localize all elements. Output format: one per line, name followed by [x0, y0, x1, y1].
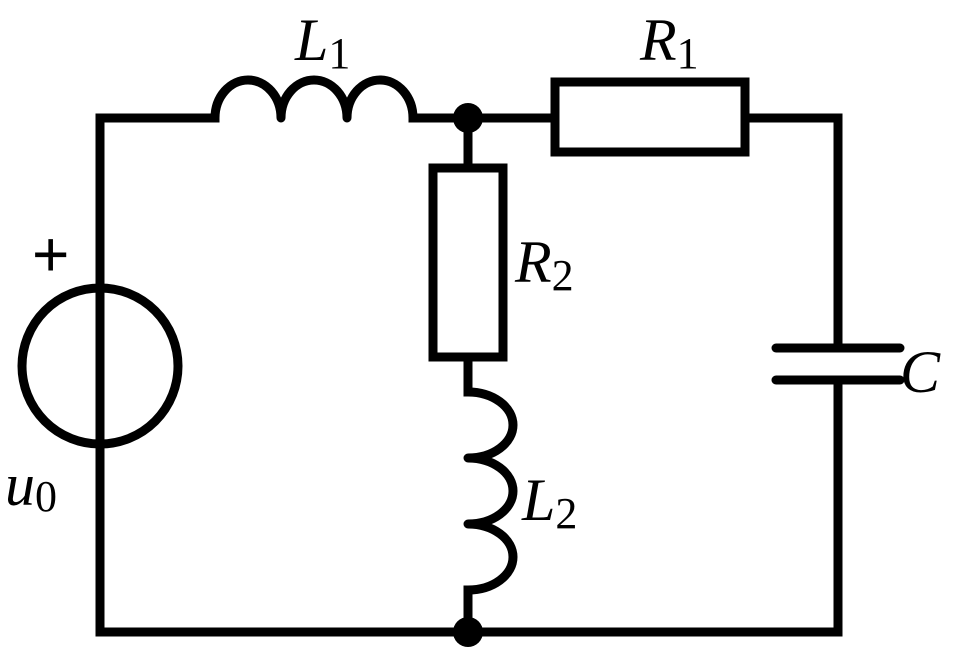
- label-r2-sub: 2: [552, 251, 574, 300]
- label-r2: R2: [514, 229, 574, 300]
- resistor-r2: [428, 163, 508, 362]
- inductor-l1: [210, 75, 418, 123]
- label-u0: u0: [5, 452, 57, 521]
- voltage-source: +: [17, 218, 183, 449]
- label-l2: L2: [521, 467, 577, 538]
- source-circle: [17, 283, 183, 449]
- label-l1: L1: [294, 7, 350, 78]
- label-l1-letter: L: [294, 7, 328, 73]
- label-r1-letter: R: [639, 7, 677, 73]
- inductor-l2: [463, 387, 518, 595]
- label-l2-sub: 2: [555, 489, 577, 538]
- label-u0-letter: u: [5, 452, 35, 518]
- label-r1: R1: [639, 7, 699, 78]
- resistor-r1: [550, 77, 750, 157]
- capacitor-c: [771, 343, 905, 385]
- label-c: C: [900, 339, 941, 405]
- junction-bottom: [453, 617, 483, 647]
- label-u0-sub: 0: [35, 472, 57, 521]
- label-l2-letter: L: [521, 467, 555, 533]
- label-r1-sub: 1: [677, 29, 699, 78]
- junction-top: [453, 103, 483, 133]
- label-l1-sub: 1: [328, 29, 350, 78]
- label-r2-letter: R: [514, 229, 552, 295]
- label-c-letter: C: [900, 339, 941, 405]
- source-polarity-plus: +: [32, 218, 69, 290]
